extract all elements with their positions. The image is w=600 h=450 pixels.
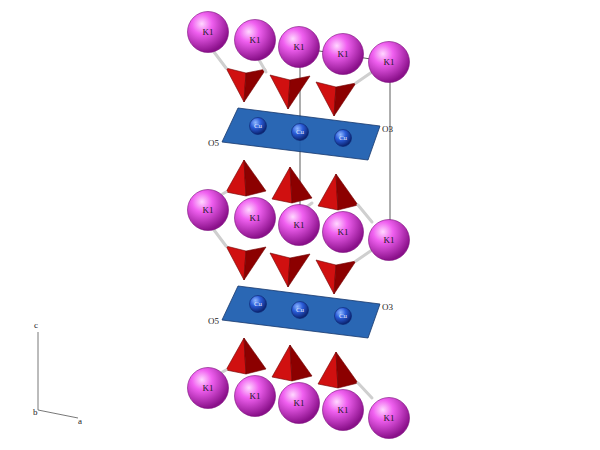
atom-circle xyxy=(235,198,276,239)
atom-label: K1 xyxy=(368,397,410,439)
atom-circle xyxy=(335,130,352,147)
atom-circle xyxy=(235,376,276,417)
atom-sphere: K1 xyxy=(278,204,320,246)
atom-circle xyxy=(279,383,320,424)
atom-circle xyxy=(369,220,410,261)
metal-atom: Cu xyxy=(249,117,267,135)
atom-sphere: K1 xyxy=(234,197,276,239)
atom-circle xyxy=(323,212,364,253)
atom-sphere: K1 xyxy=(322,33,364,75)
atom-label: K1 xyxy=(234,197,276,239)
atom-label: K1 xyxy=(234,19,276,61)
atom-circle xyxy=(279,27,320,68)
metal-atom: Cu xyxy=(291,301,309,319)
atom-label: K1 xyxy=(234,375,276,417)
oxygen-label: O3 xyxy=(382,302,393,312)
atom-circle xyxy=(250,118,267,135)
metal-atom: Cu xyxy=(334,307,352,325)
atom-circle xyxy=(235,20,276,61)
atom-sphere: K1 xyxy=(368,397,410,439)
atom-circle xyxy=(369,398,410,439)
atom-label: Cu xyxy=(291,301,309,319)
atom-sphere: K1 xyxy=(234,19,276,61)
atom-sphere: K1 xyxy=(187,189,229,231)
atom-label: K1 xyxy=(322,211,364,253)
atom-sphere: K1 xyxy=(368,41,410,83)
atom-circle xyxy=(188,12,229,53)
atom-sphere: K1 xyxy=(234,375,276,417)
atom-sphere: K1 xyxy=(187,11,229,53)
atom-circle xyxy=(188,190,229,231)
metal-atom: Cu xyxy=(334,129,352,147)
oxygen-label: O5 xyxy=(208,316,219,326)
atom-circle xyxy=(323,390,364,431)
atom-label: K1 xyxy=(278,204,320,246)
atom-label: Cu xyxy=(334,129,352,147)
oxygen-label: O5 xyxy=(208,138,219,148)
atom-circle xyxy=(292,124,309,141)
atom-label: K1 xyxy=(368,41,410,83)
atom-label: K1 xyxy=(187,11,229,53)
atom-label: K1 xyxy=(322,389,364,431)
atom-circle xyxy=(250,296,267,313)
metal-atom: Cu xyxy=(291,123,309,141)
atom-label: K1 xyxy=(322,33,364,75)
atom-label: K1 xyxy=(278,26,320,68)
oxygen-label: O3 xyxy=(382,124,393,134)
atom-sphere: K1 xyxy=(278,26,320,68)
atom-circle xyxy=(323,34,364,75)
atom-label: K1 xyxy=(278,382,320,424)
atom-label: K1 xyxy=(187,189,229,231)
atom-circle xyxy=(188,368,229,409)
metal-atom: Cu xyxy=(249,295,267,313)
atom-label: K1 xyxy=(368,219,410,261)
atom-label: K1 xyxy=(187,367,229,409)
atom-sphere: K1 xyxy=(187,367,229,409)
axis-label: a xyxy=(78,416,82,426)
atom-sphere: K1 xyxy=(322,389,364,431)
atom-circle xyxy=(369,42,410,83)
atom-label: Cu xyxy=(249,117,267,135)
atom-label: Cu xyxy=(291,123,309,141)
axis-label: c xyxy=(34,320,38,330)
atom-sphere: K1 xyxy=(322,211,364,253)
atom-circle xyxy=(279,205,320,246)
atom-circle xyxy=(335,308,352,325)
atom-label: Cu xyxy=(334,307,352,325)
atom-label: Cu xyxy=(249,295,267,313)
atom-circle xyxy=(292,302,309,319)
axis-label: b xyxy=(33,407,38,417)
atom-sphere: K1 xyxy=(278,382,320,424)
atom-sphere: K1 xyxy=(368,219,410,261)
